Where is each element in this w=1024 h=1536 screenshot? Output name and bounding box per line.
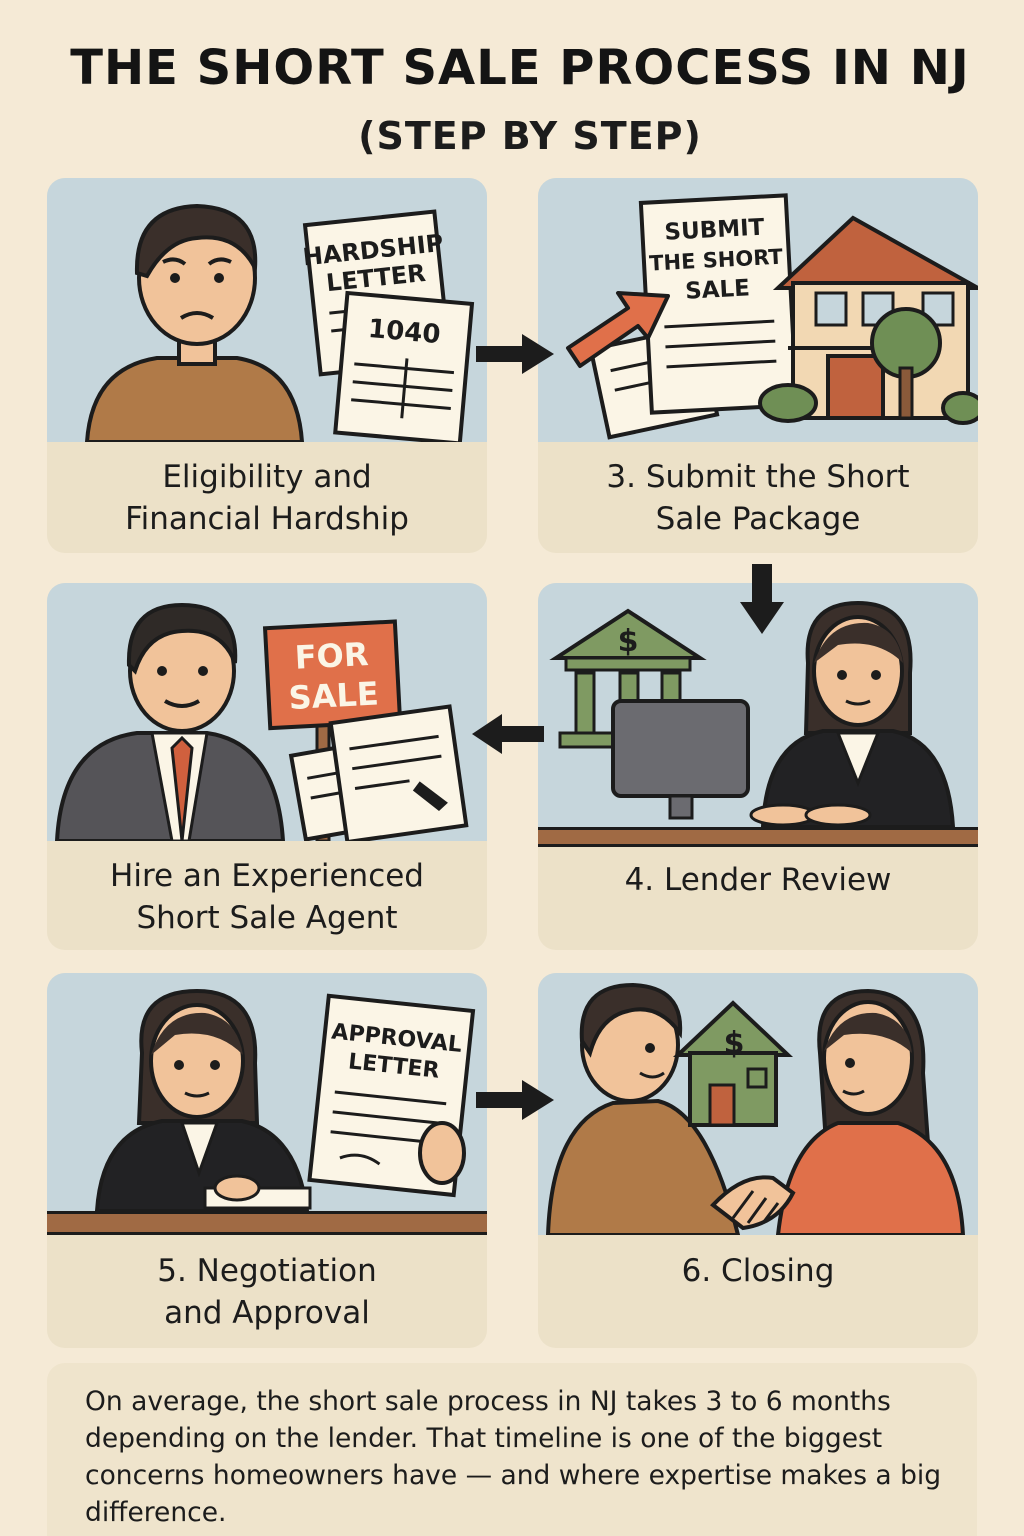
step-title-line2: and Approval <box>164 1295 370 1331</box>
step-illustration: $ <box>538 583 978 827</box>
step-title-line1: Eligibility and <box>162 459 372 495</box>
arrow-left-icon <box>472 714 544 754</box>
step-title-line2: Sale Package <box>655 501 861 537</box>
step-illustration: SUBMIT THE SHORT SALE <box>538 178 978 442</box>
bank-and-reviewer-at-computer-icon: $ <box>549 600 956 827</box>
house-dollar-symbol: $ <box>724 1026 745 1061</box>
summary-box: On average, the short sale process in NJ… <box>47 1363 977 1536</box>
step-title-line2: Financial Hardship <box>125 501 409 537</box>
woman-with-approval-letter-icon: APPROVAL LETTER <box>94 988 476 1211</box>
step-illustration: APPROVAL LETTER <box>47 973 487 1211</box>
step-card-lender-review: $ 4. Lender Review <box>538 583 978 950</box>
step-card-negotiation: APPROVAL LETTER 5. Negotiation and Appro… <box>47 973 487 1348</box>
step-illustration: HARDSHIP LETTER 1040 <box>47 178 487 442</box>
step-card-eligibility: HARDSHIP LETTER 1040 Eligibility and Fin… <box>47 178 487 553</box>
agent-with-for-sale-sign-icon: FOR SALE <box>54 602 469 841</box>
doc-title-sale: SALE <box>685 275 751 304</box>
desk-edge <box>538 827 978 847</box>
step-card-submit-package: SUBMIT THE SHORT SALE 3. Submi <box>538 178 978 553</box>
step-title-line1: 6. Closing <box>681 1253 835 1289</box>
summary-text: On average, the short sale process in NJ… <box>85 1386 942 1528</box>
step-title-line1: 4. Lender Review <box>624 862 892 898</box>
page-subtitle: (STEP BY STEP) <box>358 114 702 158</box>
arrow-down-icon <box>740 564 784 634</box>
sign-text-for: FOR <box>294 635 370 677</box>
step-title-line2: Short Sale Agent <box>136 900 398 936</box>
doc-title-1040: 1040 <box>367 314 442 350</box>
desk-edge <box>47 1211 487 1235</box>
step-title-line1: 3. Submit the Short <box>606 459 910 495</box>
arrow-right-icon <box>476 334 554 374</box>
doc-title-submit: SUBMIT <box>664 215 765 246</box>
step-illustration: FOR SALE <box>47 583 487 841</box>
step-title-line1: Hire an Experienced <box>110 858 424 894</box>
sign-text-sale: SALE <box>288 674 380 717</box>
page-title: THE SHORT SALE PROCESS IN NJ <box>70 40 970 96</box>
step-illustration: $ <box>538 973 978 1235</box>
handshake-with-house-icon: $ <box>545 982 966 1235</box>
step-card-closing: $ 6. Closing <box>538 973 978 1348</box>
bank-dollar-symbol: $ <box>618 624 639 659</box>
arrow-right-icon <box>476 1080 554 1120</box>
step-card-hire-agent: FOR SALE Hire an Experienced Short Sale … <box>47 583 487 950</box>
house-with-document-and-arrow-icon: SUBMIT THE SHORT SALE <box>566 193 978 440</box>
worried-man-with-documents-icon: HARDSHIP LETTER 1040 <box>84 203 475 442</box>
step-title-line1: 5. Negotiation <box>157 1253 377 1289</box>
